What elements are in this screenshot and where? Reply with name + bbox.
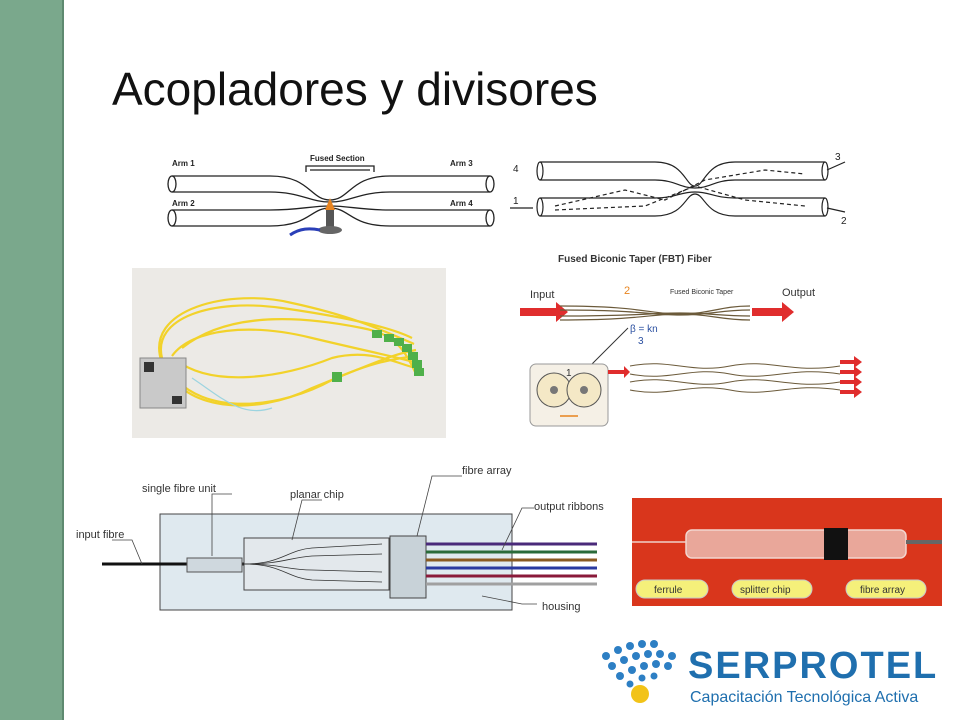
port2-label: 2 xyxy=(841,216,847,227)
fbt-fiber-diagram: Fused Biconic Taper (FBT) Fiber Input Ou… xyxy=(520,248,900,433)
left-accent-line xyxy=(62,0,64,720)
single-fibre-unit-label: single fibre unit xyxy=(142,483,216,495)
biconic-coupler-diagram: 4 1 3 2 xyxy=(505,150,865,230)
fbt-mode-1: 1 xyxy=(566,368,572,379)
brand-tagline: Capacitación Tecnológica Activa xyxy=(690,689,918,706)
splitter-chip-label: splitter chip xyxy=(740,585,791,596)
fbt-beta-label: β = kn xyxy=(630,324,658,335)
splitter-patchcord-photo xyxy=(132,268,446,438)
fbt-input-label: Input xyxy=(530,289,554,301)
output-ribbons-label: output ribbons xyxy=(534,501,604,513)
planar-chip-label: planar chip xyxy=(290,489,344,501)
fibre-array-label: fibre array xyxy=(462,465,512,477)
fbt-output-label: Output xyxy=(782,287,815,299)
housing-label: housing xyxy=(542,601,581,613)
fused-coupler-diagram: Arm 1 Arm 2 Arm 3 Arm 4 Fused Section xyxy=(160,150,500,245)
planar-splitter-diagram: single fibre unit planar chip fibre arra… xyxy=(72,460,632,620)
fused-section-label: Fused Section xyxy=(310,154,365,163)
left-accent-bar xyxy=(0,0,62,720)
fbt-taper-label: Fused Biconic Taper xyxy=(670,289,734,296)
arm2-label: Arm 2 xyxy=(172,199,195,208)
port3-label: 3 xyxy=(835,152,841,163)
fibre-array-photo-label: fibre array xyxy=(860,585,905,596)
serprotel-logo: SERPROTEL Capacitación Tecnológica Activ… xyxy=(596,636,946,712)
port1-label: 1 xyxy=(513,196,519,207)
fbt-mode-3: 3 xyxy=(638,336,644,347)
slide-title: Acopladores y divisores xyxy=(112,63,598,115)
port4-label: 4 xyxy=(513,164,519,175)
ferrule-label: ferrule xyxy=(654,585,683,596)
fbt-mode-2: 2 xyxy=(624,285,630,297)
input-fibre-label: input fibre xyxy=(76,529,124,541)
splitter-chip-photo: ferrule splitter chip fibre array xyxy=(632,498,942,606)
arm1-label: Arm 1 xyxy=(172,159,195,168)
arm3-label: Arm 3 xyxy=(450,159,473,168)
brand-name: SERPROTEL xyxy=(688,645,938,687)
arm4-label: Arm 4 xyxy=(450,199,473,208)
fbt-heading: Fused Biconic Taper (FBT) Fiber xyxy=(558,254,712,265)
